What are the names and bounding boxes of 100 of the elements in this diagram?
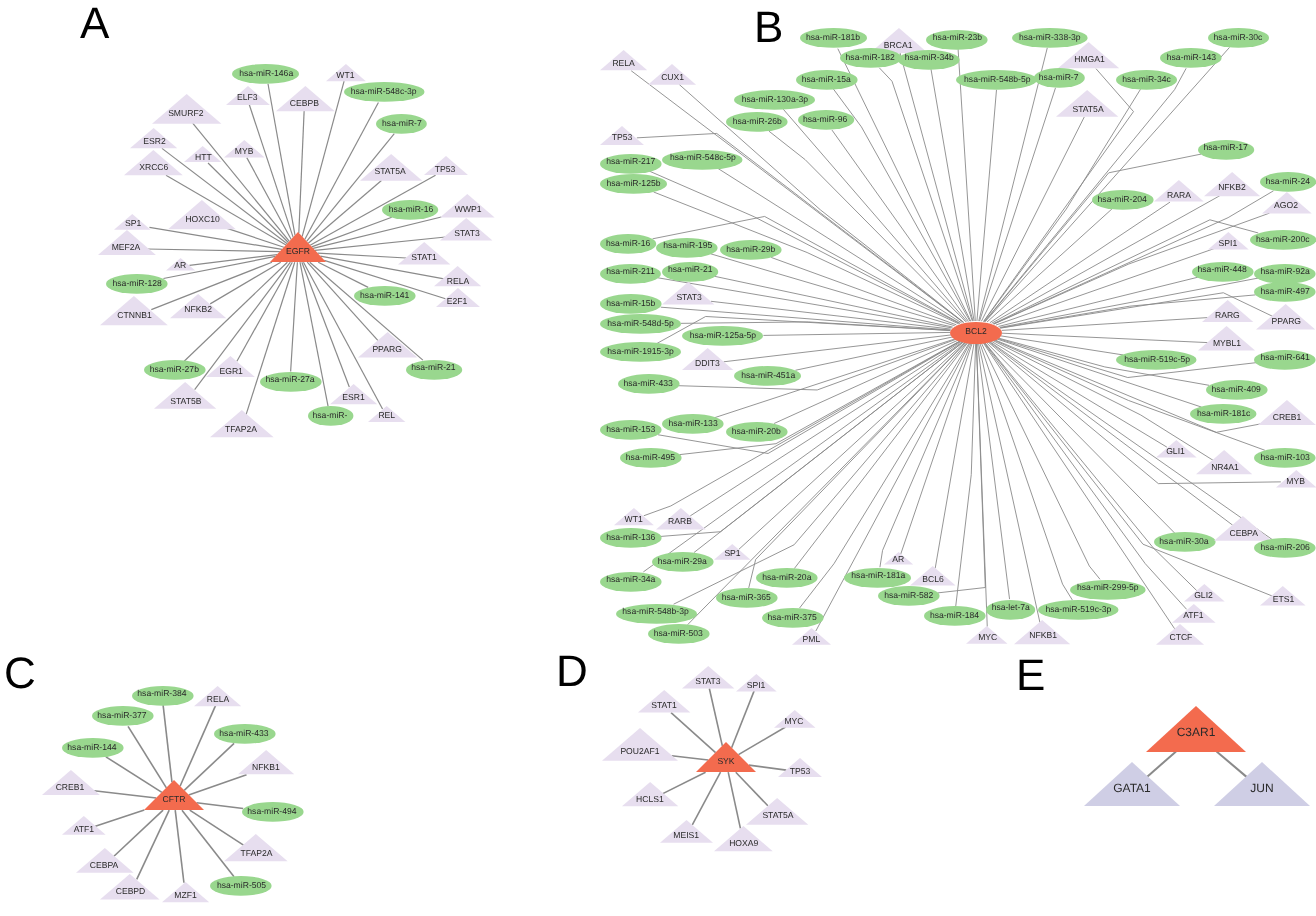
edge-line (309, 261, 424, 361)
triangle-node (1260, 586, 1307, 606)
triangle-node (637, 690, 691, 713)
triangle-node (224, 833, 289, 862)
ellipse-node (619, 448, 682, 468)
triangle-node (75, 847, 133, 873)
panel-letter: B (754, 6, 784, 50)
edge-line (831, 129, 969, 322)
triangle-node (746, 797, 810, 824)
ellipse-node (1160, 48, 1223, 69)
edge-line (135, 809, 170, 881)
triangle-node (329, 383, 378, 404)
ellipse-node (600, 571, 662, 591)
edge-line (307, 179, 383, 244)
triangle-node (1014, 619, 1072, 644)
ellipse-node (734, 366, 802, 386)
edge-line (989, 201, 1171, 324)
edge-line (934, 342, 975, 569)
edge-line (984, 153, 1202, 323)
edge-line (900, 342, 973, 555)
edge-line (304, 101, 379, 241)
triangle-node (681, 347, 734, 370)
ellipse-node (1091, 189, 1153, 210)
ellipse-node (405, 359, 462, 380)
triangle-node (1156, 623, 1205, 644)
edge-line (988, 341, 1234, 526)
triangle-node (434, 266, 482, 288)
edge-line (837, 48, 972, 322)
ellipse-node (795, 69, 858, 90)
ellipse-node (600, 313, 682, 334)
edge-line (1001, 317, 1208, 331)
triangle-node (170, 293, 227, 318)
triangle-node (773, 709, 815, 727)
edge-line (879, 342, 972, 568)
edge-line (662, 771, 707, 795)
triangle-node (1261, 191, 1311, 214)
edge-line (983, 342, 1273, 597)
edge-line (165, 174, 287, 246)
ellipse-node (143, 360, 206, 381)
triangle-node (165, 257, 195, 270)
edge-line (727, 771, 742, 830)
edge-line (248, 103, 294, 238)
ellipse-node (647, 624, 710, 644)
ellipse-node (600, 294, 662, 315)
panel-letter: A (80, 2, 110, 46)
edge-line (989, 340, 1273, 541)
ellipse-node (382, 200, 440, 220)
triangle-node (696, 742, 756, 773)
triangle-node (1198, 325, 1256, 351)
edge-line (795, 336, 954, 371)
edge-line (987, 341, 1282, 485)
ellipse-node (600, 528, 662, 549)
edge-line (976, 89, 997, 322)
edge-line (999, 335, 1124, 356)
triangle-node (1214, 762, 1310, 807)
ellipse-node (1254, 282, 1316, 303)
edge-line (738, 341, 966, 550)
triangle-node (659, 819, 713, 843)
triangle-node (613, 507, 654, 525)
triangle-node (601, 728, 678, 762)
ellipse-node (662, 414, 724, 435)
ellipse-node (1191, 261, 1253, 282)
triangle-node (1183, 584, 1224, 603)
triangle-node (270, 232, 326, 263)
edge-line (762, 331, 951, 336)
triangle-node (397, 242, 451, 266)
edge-line (179, 704, 217, 788)
triangle-node (440, 218, 494, 242)
ellipse-node (1038, 599, 1119, 620)
edge-line (670, 711, 717, 754)
ellipse-node (600, 342, 682, 363)
edge-line (207, 162, 289, 244)
triangle-node (600, 125, 644, 144)
ellipse-node (839, 48, 902, 69)
panel-letter: D (556, 650, 588, 694)
ellipse-node (61, 738, 123, 758)
triangle-node (1155, 439, 1196, 458)
triangle-node (368, 405, 406, 422)
triangle-node (275, 85, 334, 111)
edge-line (995, 338, 1202, 408)
triangle-node (357, 332, 417, 358)
ellipse-node (1254, 447, 1316, 468)
edge-line (316, 252, 407, 259)
ellipse-node (1190, 404, 1257, 425)
edge-line (678, 338, 957, 391)
ellipse-node (1070, 579, 1146, 599)
triangle-node (154, 382, 217, 409)
edge-line (680, 321, 951, 331)
edge-line (236, 261, 293, 362)
triangle-node (662, 282, 716, 306)
ellipse-node (1207, 28, 1269, 48)
edge-line (306, 132, 395, 242)
edge-line (660, 306, 951, 331)
edge-line (975, 342, 988, 628)
edge-line (979, 87, 1056, 322)
ellipse-node (343, 82, 424, 103)
ellipse-node (986, 599, 1036, 619)
ellipse-node (799, 28, 867, 49)
edge-line (309, 174, 437, 246)
edge-line (161, 147, 288, 245)
